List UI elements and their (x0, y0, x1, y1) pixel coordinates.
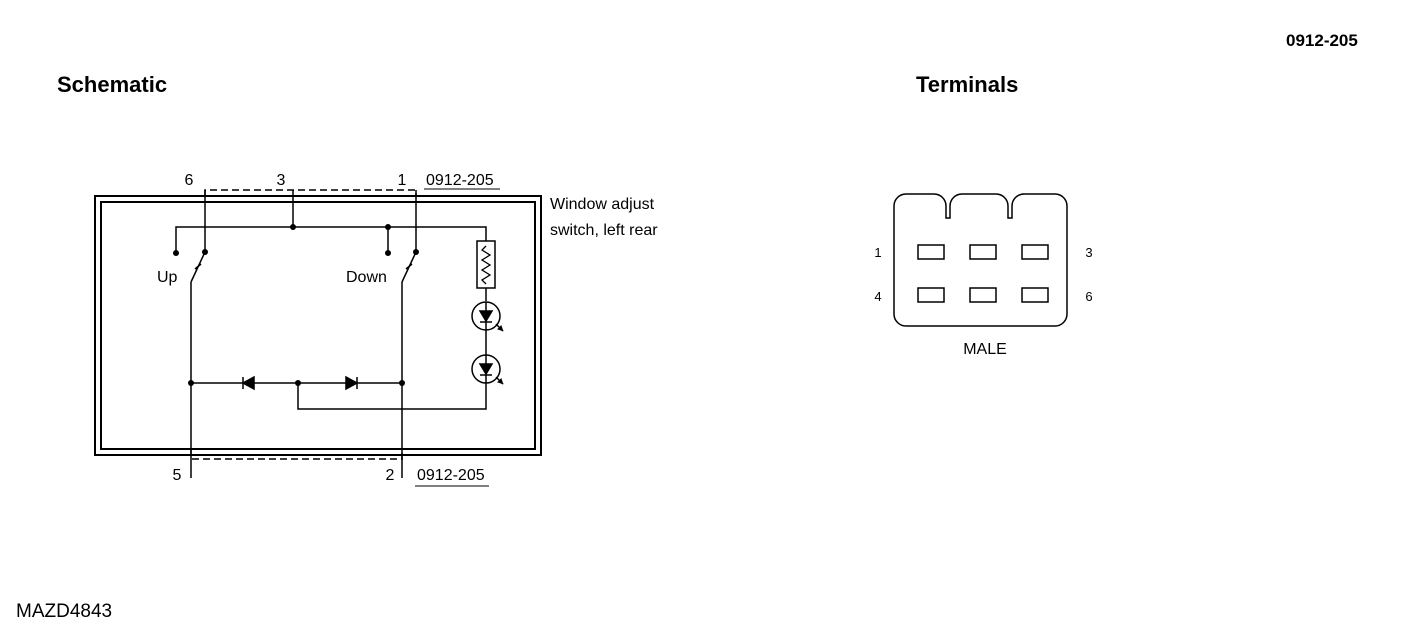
bottom-connector-ref: 0912-205 (417, 467, 485, 484)
resistor-zigzag (480, 245, 492, 285)
resistor (476, 240, 496, 289)
junction-dots (173, 224, 419, 386)
led-2-emission-arrow (495, 376, 504, 385)
pin-label-3: 3 (277, 172, 286, 189)
pin-label-5: 5 (173, 467, 182, 484)
component-inner-border (100, 201, 536, 450)
supply-bus (175, 226, 487, 252)
connector-housing (893, 193, 1068, 327)
led-2-diode-symbol (478, 363, 494, 376)
terminal-label-6: 6 (1085, 289, 1092, 304)
down-switch-actuator (405, 263, 413, 270)
led-1-diode-symbol (478, 310, 494, 323)
down-switch-label: Down (346, 269, 387, 286)
terminal-connector (893, 193, 1068, 327)
terminal-label-1: 1 (874, 245, 881, 260)
terminal-cavity-2 (969, 244, 997, 260)
component-label-line1: Window adjust (550, 196, 655, 213)
component-outer-border (94, 195, 542, 456)
up-switch-label: Up (157, 269, 178, 286)
terminal-cavity-1 (917, 244, 945, 260)
terminal-cavity-3 (1021, 244, 1049, 260)
terminal-cavity-5 (969, 287, 997, 303)
terminals-heading: Terminals (916, 72, 1019, 97)
led-1-emission-arrow (495, 323, 504, 332)
terminal-cavity-6 (1021, 287, 1049, 303)
pin-label-6: 6 (185, 172, 194, 189)
terminal-label-4: 4 (874, 289, 881, 304)
schematic (94, 189, 542, 478)
top-connector-ref: 0912-205 (426, 172, 494, 189)
diode-right (345, 375, 359, 391)
document-number: 0912-205 (1286, 31, 1358, 50)
terminal-label-3: 3 (1085, 245, 1092, 260)
component-label-line2: switch, left rear (550, 222, 658, 239)
figure-id: MAZD4843 (16, 601, 113, 622)
diode-left (241, 375, 255, 391)
pin-label-1: 1 (398, 172, 407, 189)
schematic-heading: Schematic (57, 72, 168, 97)
pin-label-2: 2 (386, 467, 395, 484)
led-return-wire (297, 383, 487, 410)
connector-gender-label: MALE (963, 341, 1007, 358)
terminal-cavity-4 (917, 287, 945, 303)
up-switch-actuator (194, 263, 202, 270)
